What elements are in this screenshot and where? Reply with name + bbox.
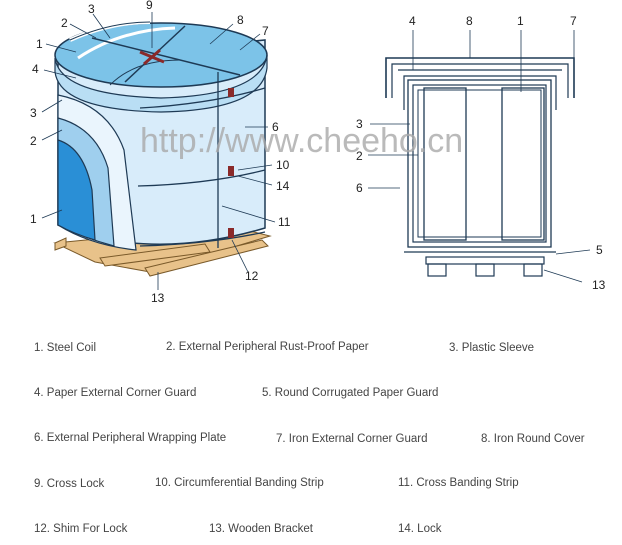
section-callout-5: 5 [596, 243, 603, 257]
steel-coil-section-right [501, 87, 545, 241]
lock-middle [228, 166, 234, 176]
wooden-bracket-section [425, 256, 545, 265]
callout-1-side: 1 [30, 212, 37, 226]
section-callout-4: 4 [409, 14, 416, 28]
callout-6: 6 [272, 120, 279, 134]
legend-item-10: 10. Circumferential Banding Strip [155, 477, 324, 489]
callout-13: 13 [151, 291, 165, 305]
legend-item-9: 9. Cross Lock [34, 478, 105, 490]
circumferential-banding-middle [137, 169, 266, 187]
legend-item-4: 4. Paper External Corner Guard [34, 387, 197, 399]
callout-12: 12 [245, 269, 259, 283]
cross-banding-top-1 [91, 37, 241, 76]
legend-item-11: 11. Cross Banding Strip [398, 477, 519, 489]
callout-2-side: 2 [30, 134, 37, 148]
callout-9: 9 [146, 0, 153, 12]
legend-item-6: 6. External Peripheral Wrapping Plate [34, 432, 227, 444]
cross-lock [139, 48, 165, 66]
circumferential-banding-lower [139, 231, 266, 247]
callout-7: 7 [262, 24, 269, 38]
callout-2: 2 [61, 16, 68, 30]
section-callout-6: 6 [356, 181, 363, 195]
legend-item-1: 1. Steel Coil [34, 342, 97, 354]
section-callout-8: 8 [466, 14, 473, 28]
legend-item-13: 13. Wooden Bracket [209, 523, 313, 535]
section-callout-3: 3 [356, 117, 363, 131]
legend-item-14: 14. Lock [398, 523, 442, 535]
steel-coil-section-left [423, 87, 467, 241]
steel-coil-face [57, 139, 96, 241]
watermark: http://www.cheeho.cn [140, 122, 463, 160]
lock-upper [228, 88, 234, 97]
legend-item-5: 5. Round Corrugated Paper Guard [262, 387, 439, 399]
circumferential-banding-upper [139, 87, 266, 109]
legend-item-12: 12. Shim For Lock [34, 523, 128, 535]
coil-3d-illustration: 9 3 2 1 4 8 7 3 2 1 6 10 14 11 12 13 [30, 0, 291, 305]
callout-8: 8 [237, 13, 244, 27]
legend-item-3: 3. Plastic Sleeve [449, 342, 535, 354]
callout-4: 4 [32, 62, 39, 76]
callout-10: 10 [276, 158, 290, 172]
legend-item-8: 8. Iron Round Cover [481, 433, 585, 445]
callout-14: 14 [276, 179, 290, 193]
legend-item-7: 7. Iron External Corner Guard [276, 433, 428, 445]
legend-item-2: 2. External Peripheral Rust-Proof Paper [166, 341, 369, 353]
callout-1: 1 [36, 37, 43, 51]
section-callout-1: 1 [517, 14, 524, 28]
packaging-diagram: 9 3 2 1 4 8 7 3 2 1 6 10 14 11 12 13 [30, 0, 606, 305]
coil-cross-section [368, 30, 591, 283]
lock-lower [228, 228, 234, 238]
callout-11: 11 [278, 215, 291, 229]
iron-cover-rim [54, 54, 268, 113]
callout-3-side: 3 [30, 106, 37, 120]
callout-3: 3 [88, 2, 95, 16]
section-callout-13: 13 [592, 278, 606, 292]
section-callout-7: 7 [570, 14, 577, 28]
section-callout-2: 2 [356, 149, 363, 163]
